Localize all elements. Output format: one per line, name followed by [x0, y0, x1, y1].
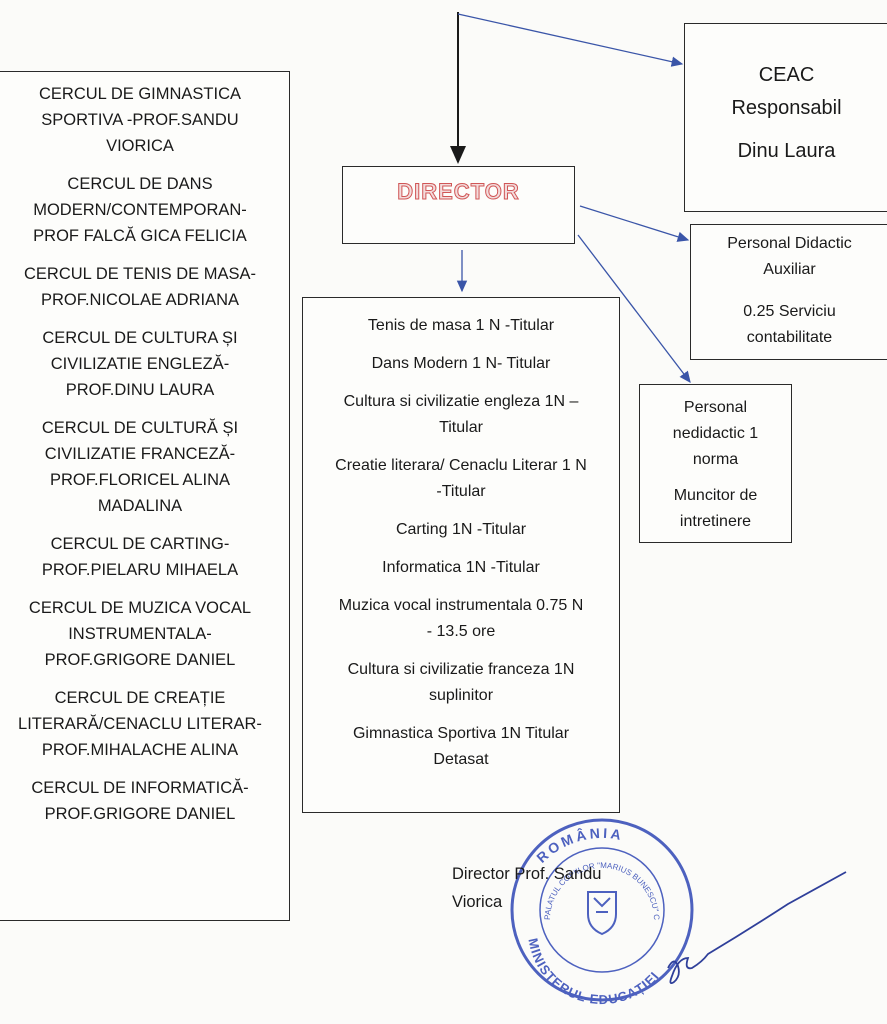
circle-item: CERCUL DE CARTING- PROF.PIELARU MIHAELA: [41, 535, 239, 579]
auxiliar-line: contabilitate: [746, 329, 833, 346]
norm-item: Creatie literara/ Cenaclu Literar 1 N -T…: [335, 457, 587, 500]
auxiliar-line: Personal Didactic: [727, 235, 852, 252]
stamp-outer-ring: [510, 818, 694, 1002]
auxiliar-line: Auxiliar: [763, 261, 816, 278]
nedidactic-line: nedidactic 1: [672, 425, 759, 442]
norm-item: Cultura si civilizatie franceza 1N supli…: [347, 661, 575, 704]
director-signature-label: Director Prof. Sandu Viorica: [452, 865, 602, 911]
norm-item: Dans Modern 1 N- Titular: [371, 355, 551, 372]
norm-item: Informatica 1N -Titular: [382, 559, 540, 576]
circle-item: CERCUL DE CREAȚIE LITERARĂ/CENACLU LITER…: [18, 689, 262, 759]
nedidactic-line: intretinere: [679, 513, 752, 530]
norm-item: Tenis de masa 1 N -Titular: [367, 317, 555, 334]
circle-item: CERCUL DE MUZICA VOCAL INSTRUMENTALA- PR…: [28, 599, 252, 669]
ceac-box: CEAC Responsabil Dinu Laura: [684, 23, 887, 212]
arrow-top-to-ceac: [457, 13, 684, 67]
circle-item: CERCUL DE TENIS DE MASA- PROF.NICOLAE AD…: [24, 265, 256, 309]
norm-item: Gimnastica Sportiva 1N Titular Detasat: [352, 725, 570, 768]
arrow-director-to-nedidactic: [577, 234, 691, 384]
norm-item: Muzica vocal instrumentala 0.75 N - 13.5…: [338, 597, 584, 640]
ceac-person: Dinu Laura: [737, 140, 836, 162]
circles-box: CERCUL DE GIMNASTICA SPORTIVA -PROF.SAND…: [0, 71, 290, 921]
stamp: ROMÂNIA MINISTERUL EDUCAȚIEI PALATUL COP…: [0, 0, 694, 1007]
auxiliar-box: Personal Didactic Auxiliar 0.25 Serviciu…: [690, 224, 887, 360]
ceac-role: Responsabil: [731, 97, 842, 119]
circle-item: CERCUL DE INFORMATICĂ- PROF.GRIGORE DANI…: [31, 779, 249, 823]
stamp-inner-text: PALATUL COPIILOR "MARIUS BUNESCU" CARACA…: [0, 0, 661, 920]
nedidactic-line: Muncitor de: [673, 487, 758, 504]
stamp-inner-ring: [539, 847, 665, 973]
svg-text:PALATUL COPIILOR "MARIUS BUNES: PALATUL COPIILOR "MARIUS BUNESCU" CARACA…: [0, 0, 661, 920]
director-box: DIRECTOR: [342, 166, 575, 244]
coat-of-arms-icon: [587, 891, 617, 936]
circle-item: CERCUL DE CULTURA ȘI CIVILIZATIE ENGLEZĂ…: [42, 329, 238, 399]
nedidactic-line: Personal: [683, 399, 748, 416]
norms-box: Tenis de masa 1 N -Titular Dans Modern 1…: [302, 297, 620, 813]
arrow-director-to-auxiliar: [579, 205, 690, 242]
norm-item: Cultura si civilizatie engleza 1N – Titu…: [343, 393, 579, 436]
director-label: DIRECTOR: [397, 179, 520, 205]
ceac-title: CEAC: [758, 64, 815, 86]
norm-item: Carting 1N -Titular: [395, 521, 527, 538]
signature-scribble: [667, 871, 847, 985]
auxiliar-line: 0.25 Serviciu: [743, 303, 836, 320]
circle-item: CERCUL DE CULTURĂ ȘI CIVILIZATIE FRANCEZ…: [41, 419, 239, 515]
nedidactic-line: norma: [692, 451, 739, 468]
nedidactic-box: Personal nedidactic 1 norma Muncitor de …: [639, 384, 792, 543]
circle-item: CERCUL DE DANS MODERN/CONTEMPORAN- PROF …: [33, 175, 247, 245]
circle-item: CERCUL DE GIMNASTICA SPORTIVA -PROF.SAND…: [39, 85, 241, 155]
